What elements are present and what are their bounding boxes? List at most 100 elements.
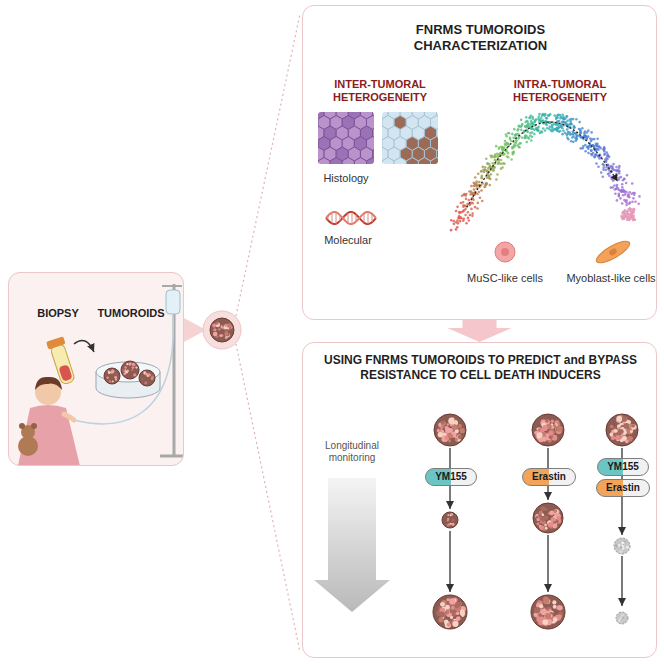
tumoroid [126, 363, 128, 365]
connector-layer [479, 320, 480, 328]
iv-pole [162, 285, 182, 287]
umap-plot [510, 158, 513, 161]
umap-plot [472, 182, 475, 185]
umap-plot [596, 137, 599, 140]
umap-plot [625, 182, 628, 185]
tumoroid [112, 380, 114, 382]
tumoroid [537, 428, 540, 431]
umap-plot [462, 204, 465, 207]
umap-plot [531, 122, 534, 125]
pill-label: Erastin [606, 482, 640, 494]
umap-plot [602, 148, 605, 151]
umap-plot [464, 214, 467, 217]
umap-plot [515, 134, 518, 137]
umap-plot [569, 122, 572, 125]
umap-plot [542, 127, 545, 130]
umap-plot [628, 202, 631, 205]
tumoroid [460, 428, 465, 433]
umap-plot [517, 125, 520, 128]
tumoroid [451, 514, 453, 516]
umap-plot [565, 121, 568, 124]
umap-plot [486, 183, 489, 186]
tumoroid [616, 416, 622, 422]
dying-tumoroid [616, 612, 628, 624]
tumoroid [623, 423, 629, 429]
tumoroid [452, 620, 458, 626]
umap-plot [613, 184, 616, 187]
umap-plot [632, 219, 635, 222]
umap-plot [630, 213, 633, 216]
umap-plot [518, 142, 521, 145]
histology-section [318, 112, 374, 164]
zoom-line [236, 14, 300, 316]
umap-plot [580, 136, 583, 139]
tumoroid [115, 379, 117, 381]
umap-plot [621, 186, 624, 189]
tumoroid [451, 606, 455, 610]
tumoroid [450, 513, 452, 515]
umap-plot [450, 219, 453, 222]
umap-plot [463, 194, 466, 197]
umap-plot [620, 216, 623, 219]
umap-plot [567, 138, 570, 141]
umap-plot [614, 192, 617, 195]
tumoroid [536, 516, 539, 519]
umap-plot [506, 142, 509, 145]
dying-tumoroid [621, 541, 624, 544]
umap-plot [631, 213, 634, 216]
tumoroid [104, 368, 120, 384]
umap-plot [605, 169, 608, 172]
axis-label: Longitudinal monitoring [310, 440, 394, 464]
umap-plot [555, 116, 558, 119]
umap-plot [558, 114, 561, 117]
tumoroid [139, 370, 155, 386]
tumoroid [144, 382, 147, 385]
umap-plot [603, 148, 606, 151]
tumoroid [545, 508, 548, 511]
tumoroid [548, 429, 554, 435]
umap-plot [570, 140, 573, 143]
umap-plot [603, 152, 606, 155]
umap-plot [557, 124, 560, 127]
tumoroid [545, 527, 548, 530]
tumoroid [121, 361, 139, 379]
umap-plot [621, 202, 624, 205]
umap-plot [471, 215, 474, 218]
umap-plot [637, 203, 640, 206]
dying-tumoroid [614, 538, 630, 554]
umap-plot [584, 144, 587, 147]
tumoroid [533, 503, 563, 533]
dna-helix [332, 213, 333, 224]
tumoroid [131, 369, 133, 371]
dying-tumoroid [626, 546, 629, 549]
umap-plot [478, 191, 481, 194]
dying-tumoroid [616, 612, 628, 624]
umap-plot [614, 188, 617, 191]
umap-plot [468, 204, 471, 207]
umap-plot [598, 145, 601, 148]
umap-plot [507, 132, 510, 135]
umap-plot [621, 212, 624, 215]
umap-plot [470, 208, 473, 211]
umap-plot [458, 217, 461, 220]
tumoroid [149, 374, 151, 376]
tumoroid [115, 374, 117, 376]
tumoroid [611, 436, 615, 440]
tumoroid [538, 514, 542, 518]
umap-plot [486, 162, 489, 165]
umap-plot [530, 119, 533, 122]
umap-plot [602, 163, 605, 166]
biopsy-tube [58, 364, 72, 381]
umap-plot [570, 118, 573, 121]
umap-plot [524, 125, 527, 128]
umap-plot [506, 142, 509, 145]
umap-plot [480, 189, 483, 192]
umap-plot [626, 174, 629, 177]
tumoroid [448, 433, 453, 438]
umap-plot [566, 128, 569, 131]
umap-plot [544, 122, 547, 125]
myoblast-cell-icon [608, 247, 618, 256]
tumoroid [456, 602, 461, 607]
umap-plot [539, 132, 542, 135]
umap-plot [584, 135, 587, 138]
